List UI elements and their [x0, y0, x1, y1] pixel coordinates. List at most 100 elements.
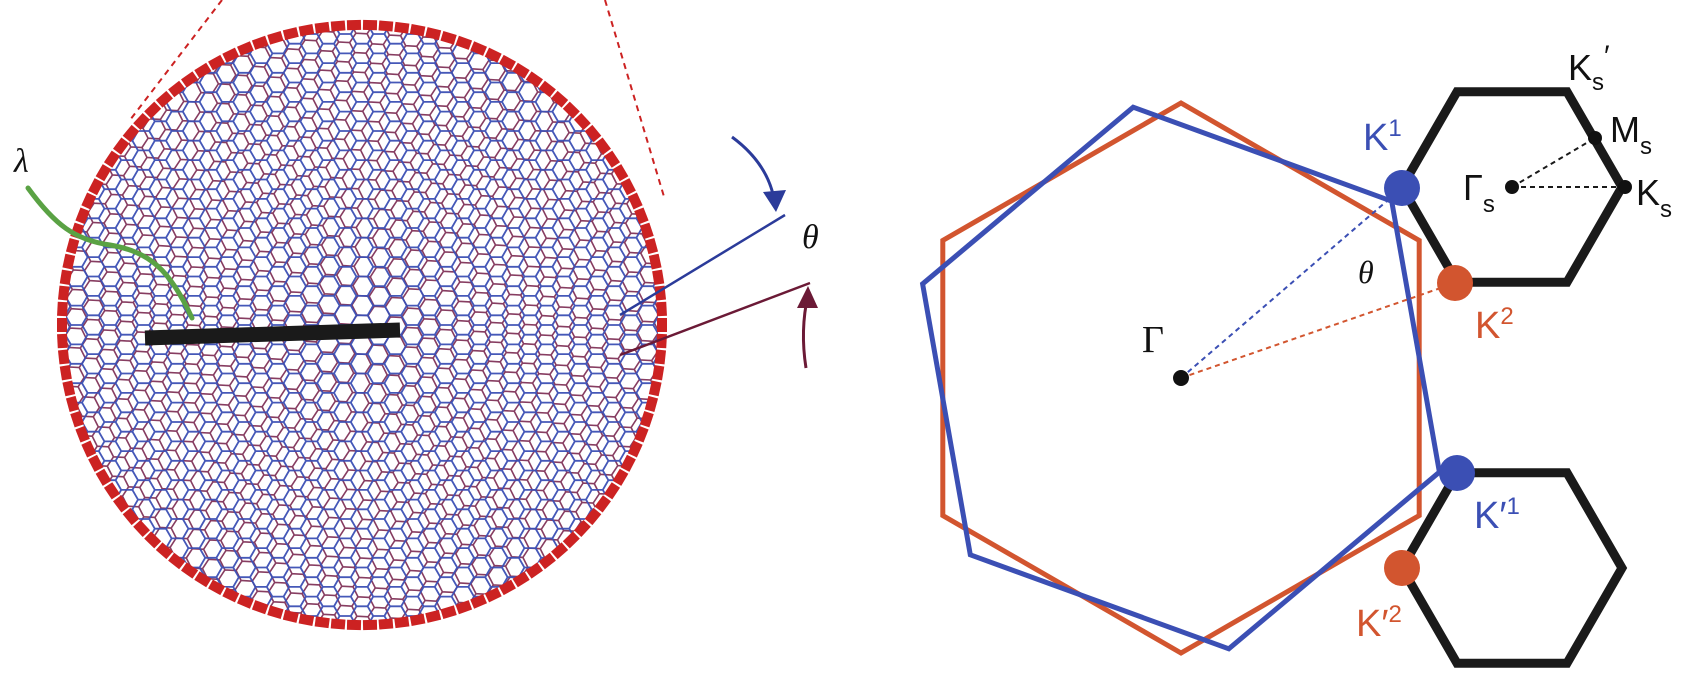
edge-tick — [75, 207, 90, 225]
edge-tick — [346, 19, 362, 31]
edge-tick — [208, 54, 226, 71]
edge-tick — [57, 349, 70, 365]
edge-tick — [65, 238, 80, 255]
edge-tick — [122, 124, 140, 143]
theta-label-reciprocal: θ — [1358, 254, 1374, 290]
edge-tick — [512, 571, 530, 588]
edge-tick — [551, 542, 569, 560]
edge-tick — [144, 101, 162, 119]
edge-tick — [88, 454, 104, 472]
edge-tick — [594, 137, 611, 155]
edge-tick — [144, 531, 162, 549]
edge-tick — [330, 618, 346, 630]
edge-tick — [634, 207, 649, 225]
edge-tick — [75, 425, 90, 443]
k-s-point — [1618, 180, 1632, 194]
bzLayer2-hexagon — [940, 100, 1422, 656]
edge-tick — [525, 562, 544, 579]
edge-tick — [620, 454, 636, 472]
edge-tick — [251, 35, 269, 50]
edge-tick — [103, 482, 121, 500]
edge-tick — [498, 54, 516, 71]
edge-tick — [251, 600, 269, 615]
edge-tick — [639, 222, 654, 240]
edge-tick — [573, 519, 591, 538]
edge-tick — [455, 35, 473, 50]
edge-tick — [656, 301, 667, 317]
moire-period-bar — [144, 322, 401, 346]
edge-tick — [409, 613, 426, 627]
k2-label: K2 — [1475, 303, 1514, 347]
theta-line-layer1 — [619, 213, 786, 317]
disc-edge-ticks — [57, 19, 667, 631]
k1-label: K1 — [1363, 115, 1402, 159]
edge-tick — [648, 253, 662, 270]
edge-tick — [62, 380, 76, 397]
edge-tick — [538, 552, 556, 570]
edge-tick — [298, 23, 315, 37]
edge-tick — [208, 579, 226, 596]
gamma-label: Γ — [1142, 319, 1164, 361]
edge-tick — [222, 587, 240, 603]
lambda-label: λ — [13, 143, 29, 180]
edge-tick — [155, 542, 173, 560]
edge-tick — [394, 21, 410, 34]
edge-tick — [95, 164, 112, 182]
gamma-to-k1-dashed — [1180, 187, 1403, 379]
gamma-point — [1173, 370, 1189, 386]
gammas-to-ms-dashed — [1511, 137, 1596, 188]
edge-tick — [470, 594, 487, 609]
theta-arrow-bottom-head — [797, 286, 818, 308]
edge-tick — [57, 333, 68, 349]
edge-tick — [168, 80, 186, 98]
theta-arrow-top-head — [763, 190, 786, 212]
edge-tick — [282, 27, 299, 41]
edge-tick — [103, 150, 121, 168]
edge-tick — [133, 112, 151, 131]
edge-tick — [59, 364, 72, 381]
edge-tick — [57, 285, 70, 301]
kp1-point — [1439, 455, 1475, 491]
edge-tick — [538, 80, 556, 98]
edge-tick — [573, 112, 591, 131]
edge-tick — [180, 71, 199, 88]
k2-point — [1437, 265, 1473, 301]
edge-tick — [57, 301, 68, 317]
edge-tick — [113, 137, 130, 155]
real-space-panel: λ θ — [13, 0, 819, 631]
edge-tick — [639, 410, 654, 428]
edge-tick — [484, 587, 502, 603]
kp-s-label: Ks′ — [1568, 40, 1610, 96]
theta-label-real: θ — [802, 219, 819, 256]
edge-tick — [314, 616, 330, 629]
zoom-guide-right — [604, 0, 666, 201]
theta-line-layer2 — [619, 281, 811, 357]
lattice-layer-1 — [66, 29, 658, 621]
edge-tick — [168, 552, 186, 570]
edge-tick — [634, 425, 649, 443]
edge-tick — [562, 531, 580, 549]
edge-tick — [654, 349, 667, 365]
edge-tick — [627, 440, 643, 458]
gamma-to-k2-dashed — [1180, 282, 1456, 379]
lattice1-hexagons — [66, 29, 658, 621]
k1-point — [1384, 170, 1420, 206]
edge-tick — [314, 21, 330, 34]
kp1-label: K′1 — [1474, 493, 1520, 537]
edge-tick — [612, 468, 629, 486]
edge-tick — [652, 364, 665, 381]
edge-tick — [122, 507, 140, 526]
edge-tick — [88, 178, 104, 196]
edge-tick — [594, 495, 611, 513]
zoom-guide-left — [129, 0, 223, 121]
edge-tick — [57, 318, 67, 332]
gamma-s-point — [1505, 180, 1519, 194]
edge-tick — [180, 562, 199, 579]
lambda-indicator-line — [25, 185, 195, 321]
edge-tick — [627, 192, 643, 210]
edge-tick — [330, 20, 346, 32]
gamma-s-label: Γs — [1463, 167, 1495, 218]
k-s-label: Ks — [1636, 172, 1672, 223]
edge-tick — [346, 619, 362, 631]
